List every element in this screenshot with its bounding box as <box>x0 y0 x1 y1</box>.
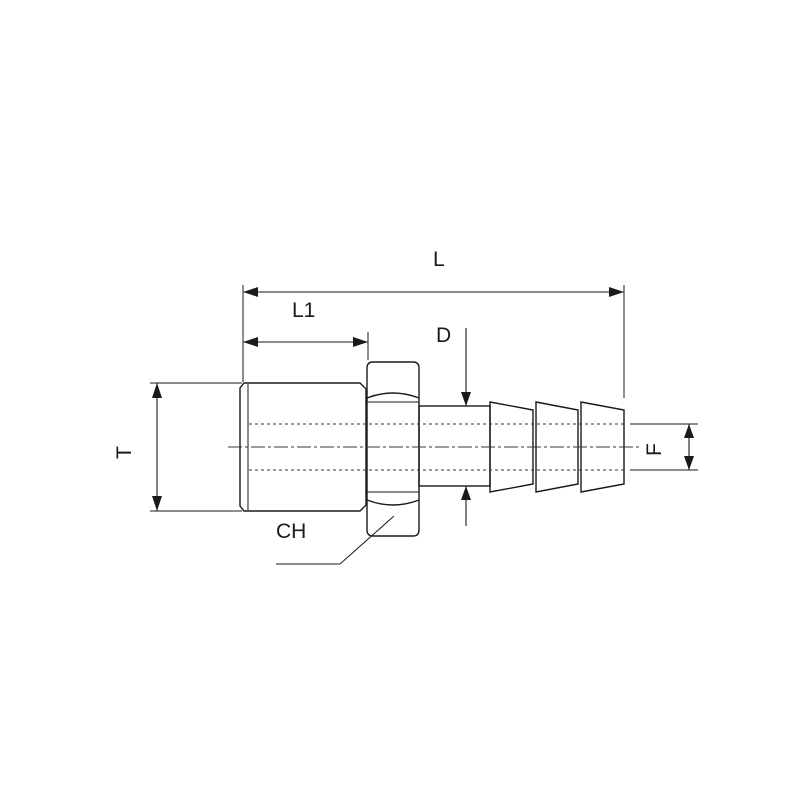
label-F: F <box>643 443 666 456</box>
dimension-L1 <box>243 337 368 347</box>
label-CH: CH <box>276 520 306 543</box>
leader-CH <box>276 515 395 565</box>
dimension-L <box>243 287 624 297</box>
label-T: T <box>113 446 136 459</box>
hose-barbs <box>489 401 625 493</box>
internal-bore <box>228 423 640 471</box>
label-D: D <box>436 324 451 347</box>
label-L1: L1 <box>292 299 315 322</box>
extension-lines <box>150 285 698 512</box>
hex-nut <box>366 361 420 537</box>
dimension-F <box>684 424 694 470</box>
label-L: L <box>433 248 445 271</box>
dimension-T <box>152 383 162 511</box>
dimension-D <box>461 328 471 526</box>
shank <box>418 405 491 487</box>
